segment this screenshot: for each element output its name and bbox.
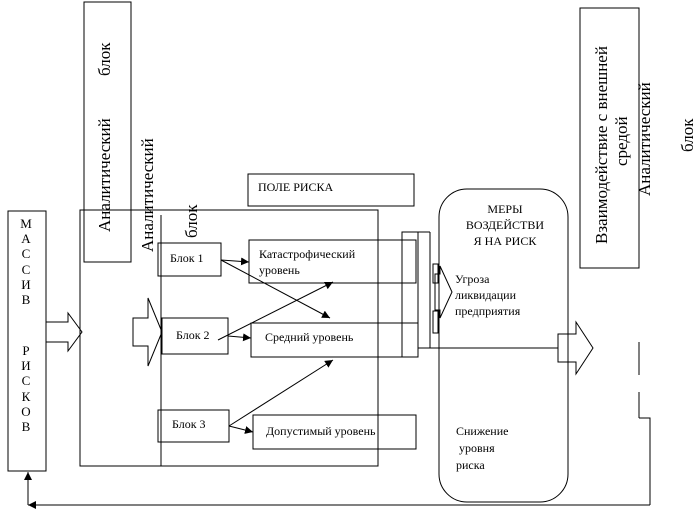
block-2-label: Блок 2 <box>176 328 210 342</box>
arrow-b2-catastrophic <box>217 281 334 341</box>
pole-riska-box <box>247 173 415 207</box>
measures-box <box>438 188 569 503</box>
analytic-right-word2: блок <box>678 118 694 152</box>
measures-title: МЕРЫ ВОЗДЕЙСТВИ Я НА РИСК <box>465 202 545 248</box>
level-medium-label: Средний уровень <box>265 330 354 344</box>
level-catastrophic-label: Катастрофический уровень <box>259 247 356 277</box>
hollow-arrow-massiv <box>45 311 83 353</box>
hollow-arrow-output <box>557 320 594 376</box>
analytic-mid-word2: блок <box>182 204 201 238</box>
level-acceptable-label: Допустимый уровень <box>266 424 376 438</box>
pole-riska-label: ПОЛЕ РИСКА <box>258 180 334 194</box>
analytic-top-word2: блок <box>95 42 114 76</box>
block-1-box <box>157 242 222 277</box>
connector-bracket <box>401 231 419 358</box>
reduction-label: Снижение уровня риска <box>456 424 509 472</box>
block-3-label: Блок 3 <box>172 417 206 431</box>
analytic-mid-word1: Аналитический <box>138 138 157 252</box>
threat-label: Угроза ликвидации предприятия <box>455 272 521 318</box>
analytic-top-word1: Аналитический <box>95 118 114 232</box>
arrow-b3-medium <box>228 359 334 427</box>
analytic-right-word1: Аналитический <box>635 82 654 196</box>
interaction-box <box>579 7 640 269</box>
interaction-line1: Взаимодействие с внешней <box>592 46 611 244</box>
arrow-b2-medium <box>227 333 252 342</box>
arrow-b1-catastrophic <box>220 257 250 266</box>
risk-field-frame <box>79 209 379 467</box>
interaction-line2: средой <box>612 116 631 166</box>
hollow-arrow-block2 <box>132 297 163 367</box>
massiv-text-1: М А С С И В <box>20 216 34 308</box>
analytic-top-box <box>83 1 132 263</box>
hollow-arrow-measures <box>434 265 453 319</box>
massiv-text-2: Р И С К О В <box>21 343 33 435</box>
block-1-label: Блок 1 <box>170 251 204 265</box>
arrow-b3-acceptable <box>228 425 254 434</box>
arrow-b1-medium <box>220 259 331 319</box>
feedback-line <box>639 417 651 505</box>
connector-tab <box>432 310 439 334</box>
